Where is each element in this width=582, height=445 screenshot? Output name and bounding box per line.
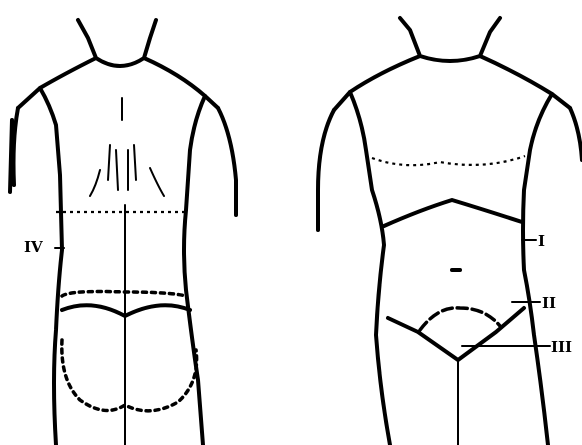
front-chest-line <box>372 156 525 165</box>
front-neck-shoulder-line <box>334 18 570 110</box>
back-buttock-lower <box>62 340 197 411</box>
front-left-arm <box>318 110 334 230</box>
front-inguinal-line <box>388 308 524 360</box>
label-iii: III <box>551 338 572 356</box>
front-right-arm <box>570 108 582 160</box>
back-right-arm <box>218 108 236 215</box>
front-right-side <box>523 94 552 445</box>
label-iv: IV <box>24 238 43 256</box>
front-view-figure: I II III <box>318 18 582 445</box>
front-left-side <box>350 92 390 445</box>
back-left-side <box>40 88 62 445</box>
label-ii: II <box>542 294 556 312</box>
back-view-figure: IV <box>10 20 236 445</box>
front-costal-margin <box>384 200 522 226</box>
label-i: I <box>538 232 545 250</box>
back-left-arm <box>10 108 18 192</box>
back-scapula-lines <box>90 145 164 196</box>
front-pubic-arc <box>420 308 500 330</box>
back-neck-shoulder-line <box>18 20 218 108</box>
